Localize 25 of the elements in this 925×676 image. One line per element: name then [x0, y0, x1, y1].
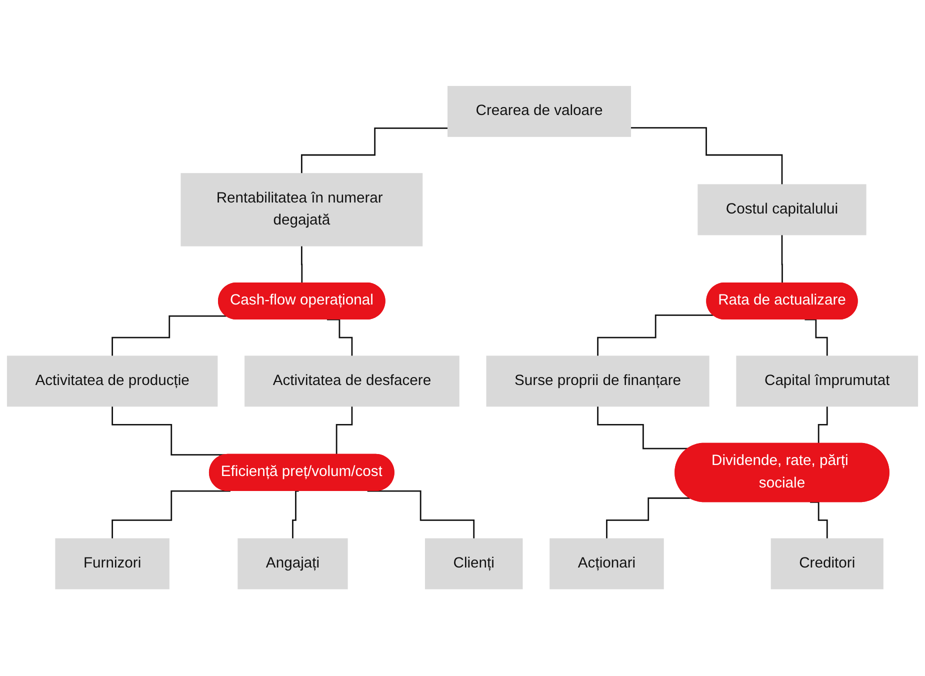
node-box: Rentabilitatea în numerar degajată [180, 173, 423, 247]
connector [804, 319, 828, 358]
connector [326, 319, 353, 358]
connector [630, 128, 783, 186]
node-box: Activitatea de desfacere [244, 356, 460, 408]
connector [597, 314, 714, 358]
node-box: Costul capitalului [698, 184, 866, 236]
connector [300, 128, 448, 175]
connector [781, 234, 784, 284]
node-box: Clienți [424, 538, 523, 590]
connector [112, 316, 226, 358]
node-box: Creditori [770, 538, 884, 590]
node-box: Furnizori [55, 538, 170, 590]
node-box: Crearea de valoare [448, 86, 631, 138]
node-box: Activitatea de producție [6, 356, 218, 408]
connector [292, 490, 299, 540]
connector [606, 498, 690, 540]
node-box: Angajați [238, 538, 348, 590]
node-box: Capital împrumutat [736, 356, 918, 408]
connector [300, 246, 303, 284]
connector [112, 490, 230, 540]
connector [597, 406, 689, 450]
connector [367, 490, 475, 540]
node-box: Acționari [550, 538, 664, 590]
node-box: Surse proprii de finanțare [486, 356, 710, 408]
